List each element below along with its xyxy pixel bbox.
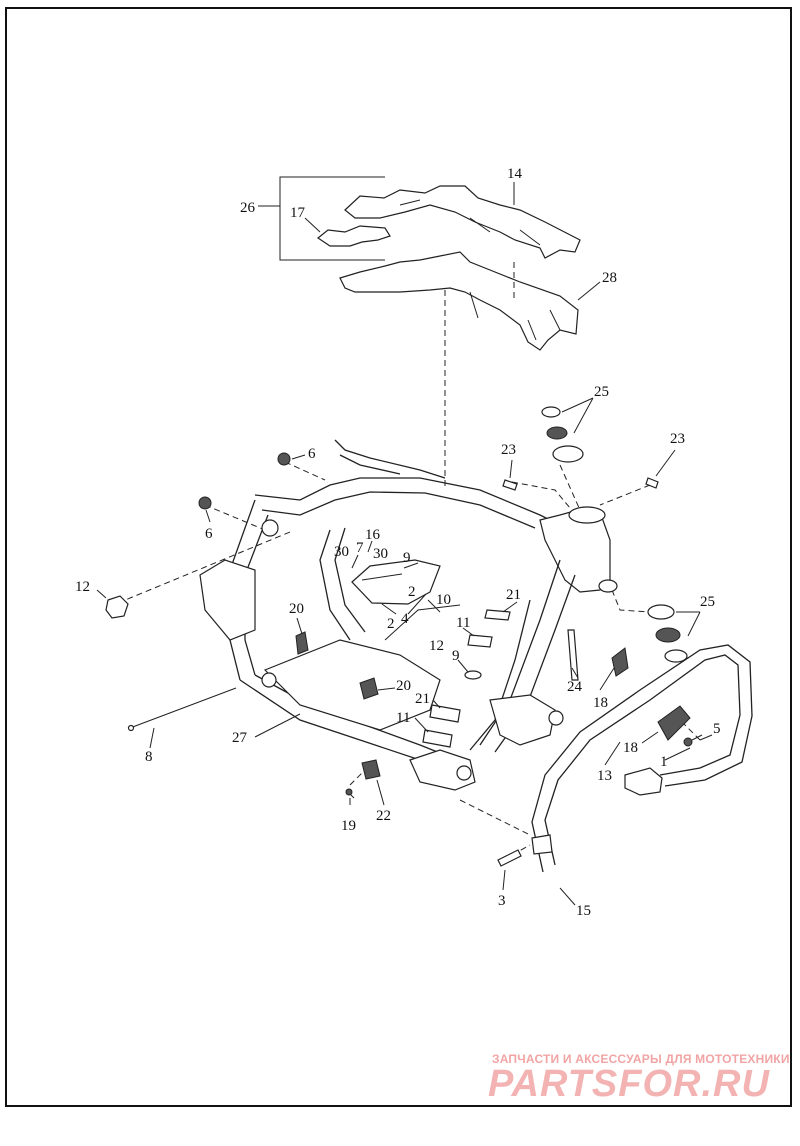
callout-22: 22 xyxy=(376,808,391,824)
clip-20b xyxy=(359,677,379,700)
callout-18-upper: 18 xyxy=(593,695,608,711)
callout-3: 3 xyxy=(498,893,506,909)
bracket-12b xyxy=(384,604,461,641)
callout-20-lower: 20 xyxy=(396,678,411,694)
rubber-mount-12 xyxy=(105,595,129,619)
callout-30-right: 30 xyxy=(373,546,388,562)
callout-26: 26 xyxy=(240,200,256,216)
callout-30-left: 30 xyxy=(334,544,349,560)
callout-8: 8 xyxy=(145,749,153,765)
bolt-3 xyxy=(497,849,522,867)
assembly-line-23a xyxy=(511,481,581,521)
bracket-26 xyxy=(279,176,385,261)
callout-25-upper: 25 xyxy=(594,384,609,400)
callout-9-lower: 9 xyxy=(452,648,460,664)
clip-9b xyxy=(464,670,482,680)
cable-tie-8 xyxy=(127,687,237,732)
callout-12-center: 12 xyxy=(429,638,444,654)
callout-21-upper: 21 xyxy=(506,587,521,603)
assembly-line-19 xyxy=(349,769,366,786)
callout-27: 27 xyxy=(232,730,248,746)
assembly-line-12 xyxy=(117,531,291,604)
nut-6b xyxy=(198,496,212,510)
nut-6a xyxy=(277,452,291,466)
callout-6-lower: 6 xyxy=(205,526,213,542)
callout-17: 17 xyxy=(290,205,306,221)
callout-12-left: 12 xyxy=(75,579,90,595)
callout-1: 1 xyxy=(660,754,668,770)
cover-piece-17 xyxy=(316,225,391,247)
callout-9-upper: 9 xyxy=(403,550,411,566)
bearing-set-upper-25 xyxy=(541,406,584,463)
screw-19 xyxy=(345,788,355,799)
clip-20a xyxy=(295,631,309,655)
callout-11-upper: 11 xyxy=(456,615,470,631)
callout-23-left: 23 xyxy=(501,442,516,458)
callout-25-lower: 25 xyxy=(700,594,715,610)
clamp-21b xyxy=(429,704,461,723)
assembly-line-6b xyxy=(284,461,326,481)
bracket-24 xyxy=(567,629,579,681)
callout-4: 4 xyxy=(401,611,409,627)
callout-5: 5 xyxy=(713,721,721,737)
drawing-frame xyxy=(5,7,792,1107)
callout-13: 13 xyxy=(597,768,612,784)
callout-15: 15 xyxy=(576,903,591,919)
callout-14: 14 xyxy=(507,166,523,182)
callout-labels: 26 17 14 28 25 23 23 6 6 7 16 30 30 9 12… xyxy=(75,166,721,919)
clip-22 xyxy=(361,759,381,780)
callout-16: 16 xyxy=(365,527,381,543)
bracket-18b xyxy=(657,705,691,741)
callout-21-lower: 21 xyxy=(415,691,430,707)
clamp-11b xyxy=(422,729,453,748)
clamp-21a xyxy=(484,609,511,621)
assembly-line-23b xyxy=(599,484,651,506)
assembly-line-lower-bearing xyxy=(611,589,651,613)
bracket-18a xyxy=(611,647,629,677)
motorcycle-main-frame-27 xyxy=(199,439,618,791)
side-cover-16 xyxy=(351,559,441,605)
screw-23b xyxy=(645,477,659,489)
watermark-brand-logo: PARTSFOR.RU xyxy=(488,1063,770,1105)
callout-20-upper: 20 xyxy=(289,601,304,617)
assembly-line-bearing xyxy=(559,464,581,511)
lower-frame-cover-28 xyxy=(339,251,579,351)
clamp-11a xyxy=(467,634,493,648)
bearing-set-lower-25 xyxy=(647,604,688,663)
callout-2-lower: 2 xyxy=(387,616,395,632)
callout-24: 24 xyxy=(567,679,583,695)
callout-2-upper: 2 xyxy=(408,584,416,600)
callout-7: 7 xyxy=(356,540,364,556)
upper-frame-cover-14 xyxy=(344,185,581,259)
callout-18-lower: 18 xyxy=(623,740,638,756)
engine-guard-13 xyxy=(531,644,753,873)
callout-19: 19 xyxy=(341,818,356,834)
callout-10: 10 xyxy=(436,592,451,608)
assembly-line-6a xyxy=(204,504,266,531)
watermark-subtitle: ЗАПЧАСТИ И АКСЕССУАРЫ ДЛЯ МОТОТЕХНИКИ xyxy=(492,1052,790,1066)
callout-28: 28 xyxy=(602,270,617,286)
leader-lines xyxy=(96,182,713,906)
callout-11-lower: 11 xyxy=(396,710,410,726)
callout-23-right: 23 xyxy=(670,431,685,447)
bolt-5 xyxy=(683,734,703,747)
callout-6-upper: 6 xyxy=(308,446,316,462)
screw-23a xyxy=(502,479,518,491)
assembly-line-15 xyxy=(459,799,531,836)
